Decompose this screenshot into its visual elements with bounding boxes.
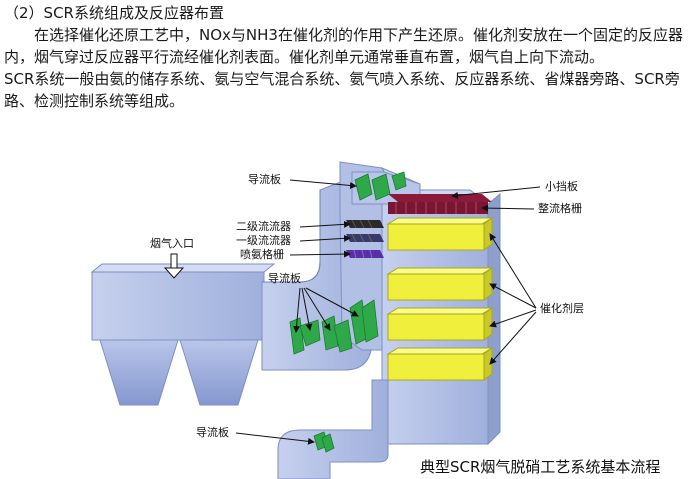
catalyst-layer-3 — [386, 307, 494, 341]
label-guide-plate-bottom: 导流板 — [196, 425, 229, 439]
label-secondary-rectifier: 二级流流器 — [236, 219, 291, 233]
ammonia-injection-grid — [346, 249, 384, 259]
guide-plate-bottom-group — [313, 431, 335, 453]
paragraph-components: SCR系统一般由氨的储存系统、氨与空气混合系统、氨气喷入系统、反应器系统、省煤器… — [4, 70, 680, 110]
label-ammonia-grid: 喷氨格栅 — [240, 247, 284, 261]
label-primary-rectifier: 一级流流器 — [236, 233, 291, 247]
diagram-caption: 典型SCR烟气脱硝工艺系统基本流程 — [420, 458, 660, 476]
secondary-rectifier — [346, 219, 384, 229]
guide-plates — [289, 171, 407, 453]
riser-internals — [346, 219, 384, 259]
guide-plate-top-group — [354, 171, 407, 201]
flue-gas-inlet-arrow — [163, 253, 185, 279]
inlet-box — [90, 263, 276, 406]
scr-process-diagram: 导流板 小挡板 整流格栅 二级流流器 一级流流器 喷氨格栅 烟气入口 导流板 催… — [90, 161, 660, 479]
intro-text: （2）SCR系统组成及反应器布置 在选择催化还原工艺中，NOx与NH3在催化剂的… — [4, 2, 696, 112]
diagram-labels: 导流板 小挡板 整流格栅 二级流流器 一级流流器 喷氨格栅 烟气入口 导流板 催… — [150, 172, 584, 439]
label-guide-plate-top: 导流板 — [248, 172, 281, 186]
catalyst-layer-2 — [386, 267, 494, 301]
catalyst-layer-4 — [386, 347, 494, 381]
paragraph-reaction: 在选择催化还原工艺中，NOx与NH3在催化剂的作用下产生还原。催化剂安放在一个固… — [4, 26, 683, 66]
rectifier-grid — [388, 194, 492, 214]
primary-rectifier — [346, 233, 384, 243]
catalyst-layer-1 — [386, 217, 494, 251]
pointer-lines — [235, 179, 541, 445]
catalyst-layers — [386, 217, 494, 381]
label-flue-gas-inlet: 烟气入口 — [150, 236, 194, 250]
label-small-baffle: 小挡板 — [545, 179, 578, 193]
outlet-duct — [277, 379, 389, 479]
label-catalyst-layer: 催化剂层 — [540, 301, 584, 315]
section-heading: （2）SCR系统组成及反应器布置 — [4, 4, 224, 22]
label-rectifier-grid: 整流格栅 — [538, 201, 582, 215]
label-guide-plate-mid: 导流板 — [268, 271, 301, 285]
